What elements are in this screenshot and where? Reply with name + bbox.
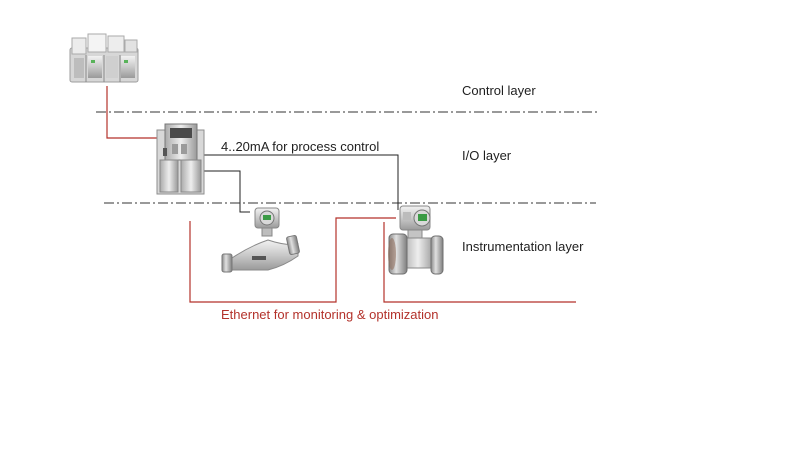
remote-io-icon	[156, 123, 205, 195]
ethernet-signal-label: Ethernet for monitoring & optimization	[221, 307, 439, 322]
control-layer-label: Control layer	[462, 83, 536, 98]
electromagnetic-flowmeter-icon	[388, 205, 444, 275]
ethernet-line-magflow	[383, 222, 576, 303]
coriolis-flowmeter-icon	[221, 207, 300, 273]
analog-signal-label: 4..20mA for process control	[221, 139, 380, 154]
ethernet-line-coriolis	[189, 217, 396, 303]
analog-line-magflow	[204, 154, 399, 210]
ethernet-line-plc-to-io	[106, 86, 157, 139]
instrumentation-layer-label: Instrumentation layer	[462, 239, 584, 254]
io-layer-label: I/O layer	[462, 148, 512, 163]
analog-line-coriolis	[204, 170, 250, 213]
plc-controller-icon	[69, 33, 139, 83]
